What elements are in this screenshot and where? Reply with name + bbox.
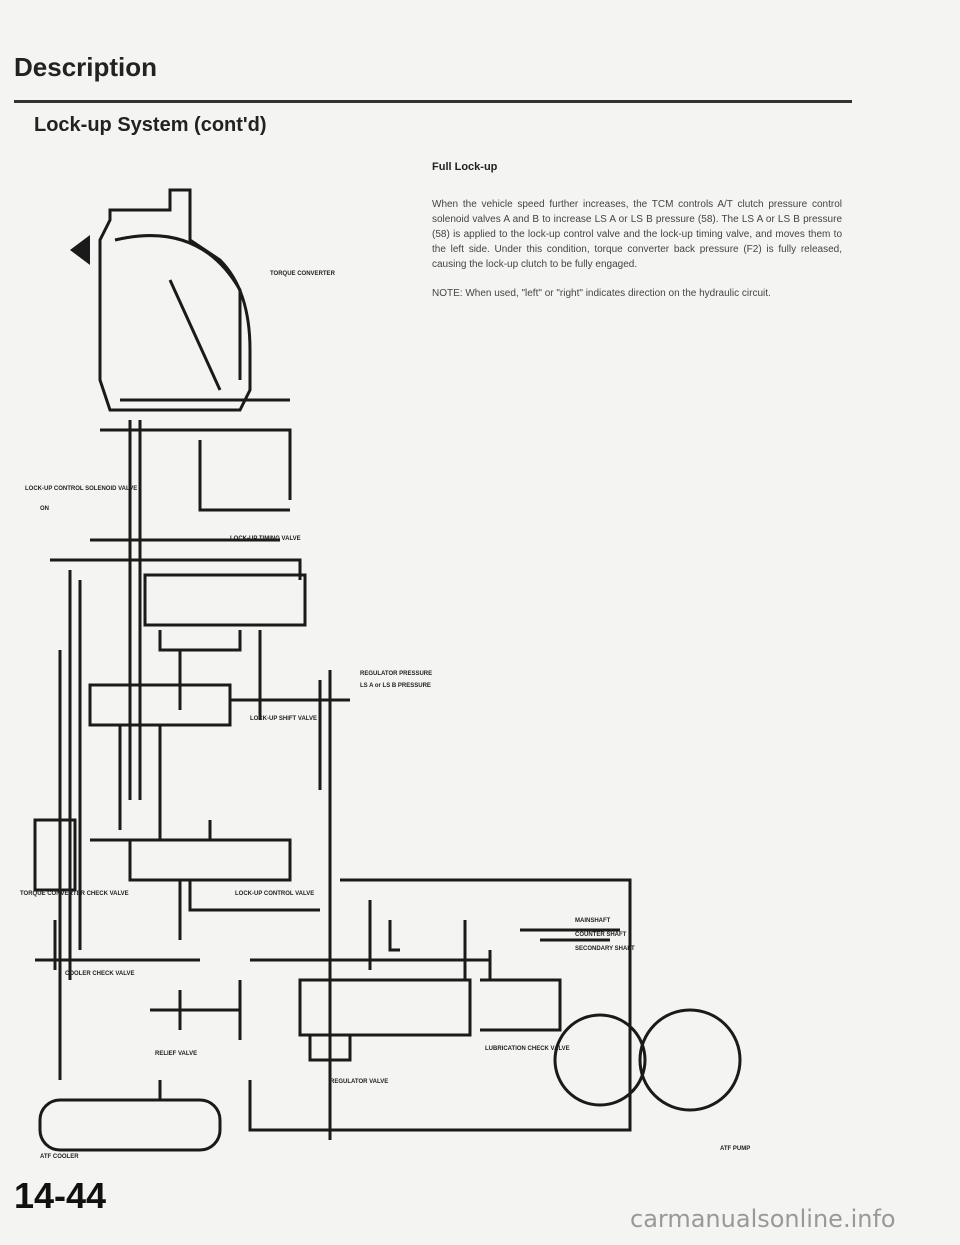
section-title: Lock-up System (cont'd) bbox=[34, 114, 267, 136]
label-relief: RELIEF VALVE bbox=[155, 1051, 197, 1057]
label-regulator-valve: REGULATOR VALVE bbox=[330, 1079, 388, 1085]
label-lockup-solenoid: LOCK-UP CONTROL SOLENOID VALVE bbox=[25, 486, 137, 492]
label-countershaft: COUNTER SHAFT bbox=[575, 932, 627, 938]
label-torque-converter: TORQUE CONVERTER bbox=[270, 271, 336, 277]
label-lockup-control: LOCK-UP CONTROL VALVE bbox=[235, 891, 314, 897]
label-lubrication: LUBRICATION CHECK VALVE bbox=[485, 1046, 570, 1052]
label-atf-pump: ATF PUMP bbox=[720, 1146, 750, 1152]
description-text: Full Lock-up When the vehicle speed furt… bbox=[432, 160, 842, 315]
label-atf-cooler: ATF COOLER bbox=[40, 1154, 79, 1160]
page-number: 14-44 bbox=[14, 1175, 107, 1216]
label-ls-pressure: LS A or LS B PRESSURE bbox=[360, 683, 431, 689]
label-secondary-shaft: SECONDARY SHAFT bbox=[575, 946, 635, 952]
content-note: NOTE: When used, "left" or "right" indic… bbox=[432, 288, 771, 299]
label-lockup-shift: LOCK-UP SHIFT VALVE bbox=[250, 716, 317, 722]
hydraulic-circuit-diagram: TORQUE CONVERTER LOCK-UP CONTROL SOLENOI… bbox=[20, 188, 750, 1160]
watermark: carmanualsonline.info bbox=[630, 1205, 896, 1233]
content-heading: Full Lock-up bbox=[432, 161, 498, 173]
label-tc-check: TORQUE CONVERTER CHECK VALVE bbox=[20, 891, 129, 897]
label-lockup-timing: LOCK-UP TIMING VALVE bbox=[230, 536, 301, 542]
page-title: Description bbox=[14, 52, 158, 82]
label-on: ON bbox=[40, 506, 49, 512]
label-mainshaft: MAINSHAFT bbox=[575, 918, 611, 924]
label-cooler-check: COOLER CHECK VALVE bbox=[65, 971, 134, 977]
label-regulator-pressure: REGULATOR PRESSURE bbox=[360, 671, 432, 677]
content-paragraph: When the vehicle speed further increases… bbox=[432, 199, 842, 270]
title-rule bbox=[14, 100, 852, 103]
